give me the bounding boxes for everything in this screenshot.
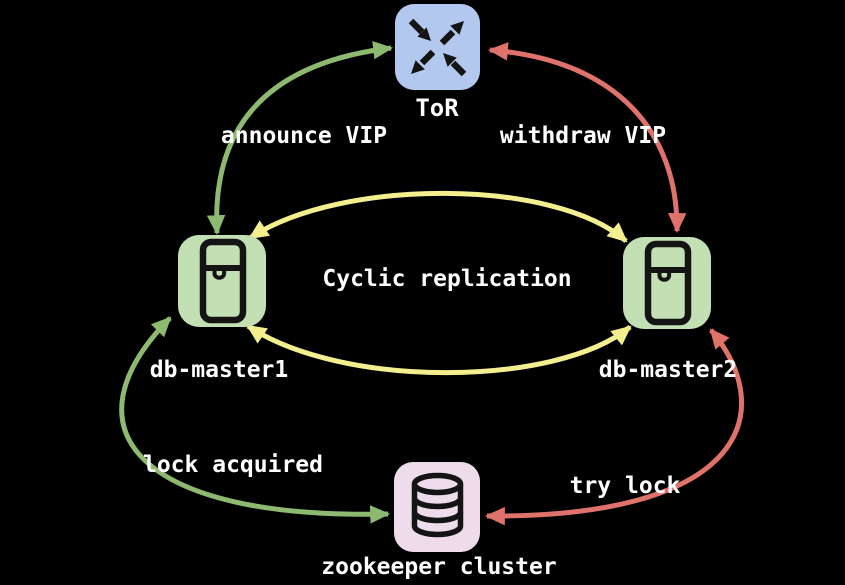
node-db-master1: [178, 235, 266, 327]
switch-arrows-icon: [408, 18, 467, 76]
edge-label-cyclic-replication: Cyclic replication: [322, 266, 572, 292]
database-cylinder-icon: [411, 472, 463, 538]
edge-label-try-lock: try lock: [569, 473, 681, 499]
node-zookeeper-cluster: [394, 462, 480, 552]
edge-withdraw-vip: [487, 42, 687, 234]
node-label-tor: ToR: [415, 94, 459, 122]
edge-cyclic-replication-top: [248, 190, 628, 243]
edge-announce-vip: [206, 40, 394, 236]
edge-try-lock: [484, 328, 744, 526]
server-fridge-icon: [644, 240, 692, 326]
node-label-db-master2: db-master2: [598, 357, 738, 383]
edge-label-announce-vip: announce VIP: [220, 123, 388, 149]
edge-label-withdraw-vip: withdraw VIP: [499, 123, 667, 149]
node-label-zookeeper-cluster: zookeeper cluster: [321, 554, 557, 580]
node-db-master2: [623, 237, 711, 329]
node-label-db-master1: db-master1: [149, 357, 289, 383]
edge-lock-acquired: [119, 316, 391, 524]
server-fridge-icon: [199, 238, 247, 324]
node-tor: [395, 4, 480, 90]
edge-label-lock-acquired: lock acquired: [142, 452, 324, 478]
edge-cyclic-replication-bottom: [246, 323, 632, 376]
